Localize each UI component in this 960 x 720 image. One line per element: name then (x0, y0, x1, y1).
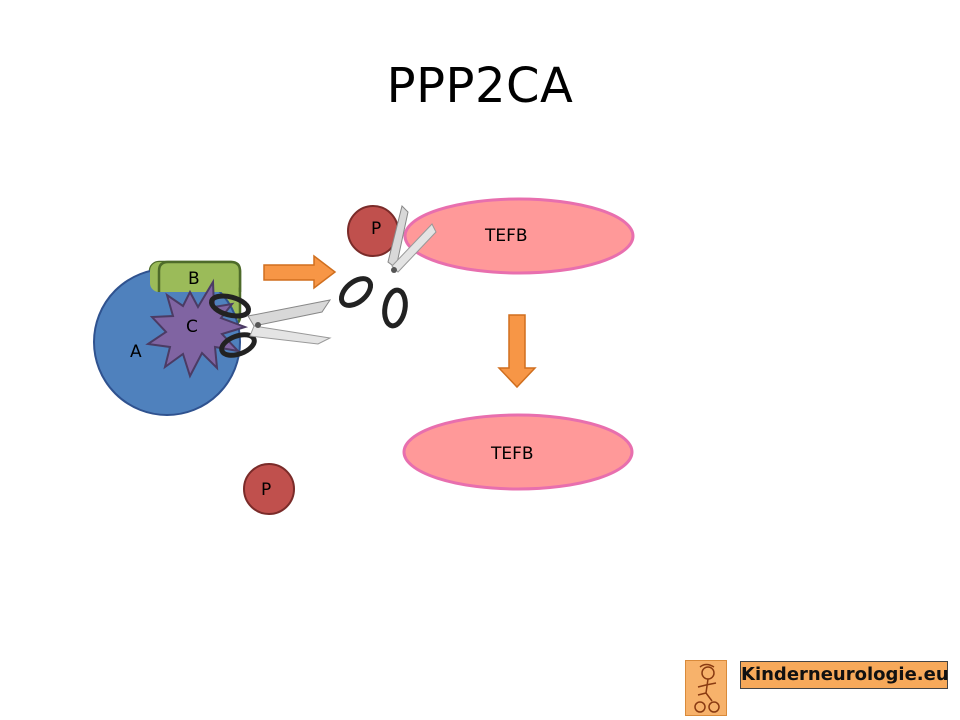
slide-title: PPP2CA (386, 58, 574, 114)
subunit-b-outline (157, 260, 242, 292)
subunit-b-overlay (150, 262, 240, 292)
scissors-icon (209, 293, 332, 358)
tefb-top-shape (403, 197, 635, 275)
label-b: B (188, 269, 200, 289)
logo-wordmark: Kinderneurologie.eu (740, 661, 949, 689)
label-a: A (130, 342, 142, 362)
scissors-icon-2 (338, 205, 437, 329)
tefb-bottom-shape (402, 413, 634, 491)
phosphate-top-label: P (371, 219, 381, 239)
phosphate-bottom-shape (243, 463, 295, 515)
label-c: C (186, 317, 198, 337)
arrow-right-icon (263, 254, 337, 290)
logo-image (685, 660, 727, 716)
subunit-c-shape (145, 278, 249, 379)
tefb-bottom-label: TEFB (490, 444, 534, 464)
phosphate-bottom-label: P (261, 480, 271, 500)
tefb-top-label: TEFB (484, 226, 528, 246)
child-figure-icon (694, 663, 720, 713)
arrow-down-icon (497, 314, 537, 389)
